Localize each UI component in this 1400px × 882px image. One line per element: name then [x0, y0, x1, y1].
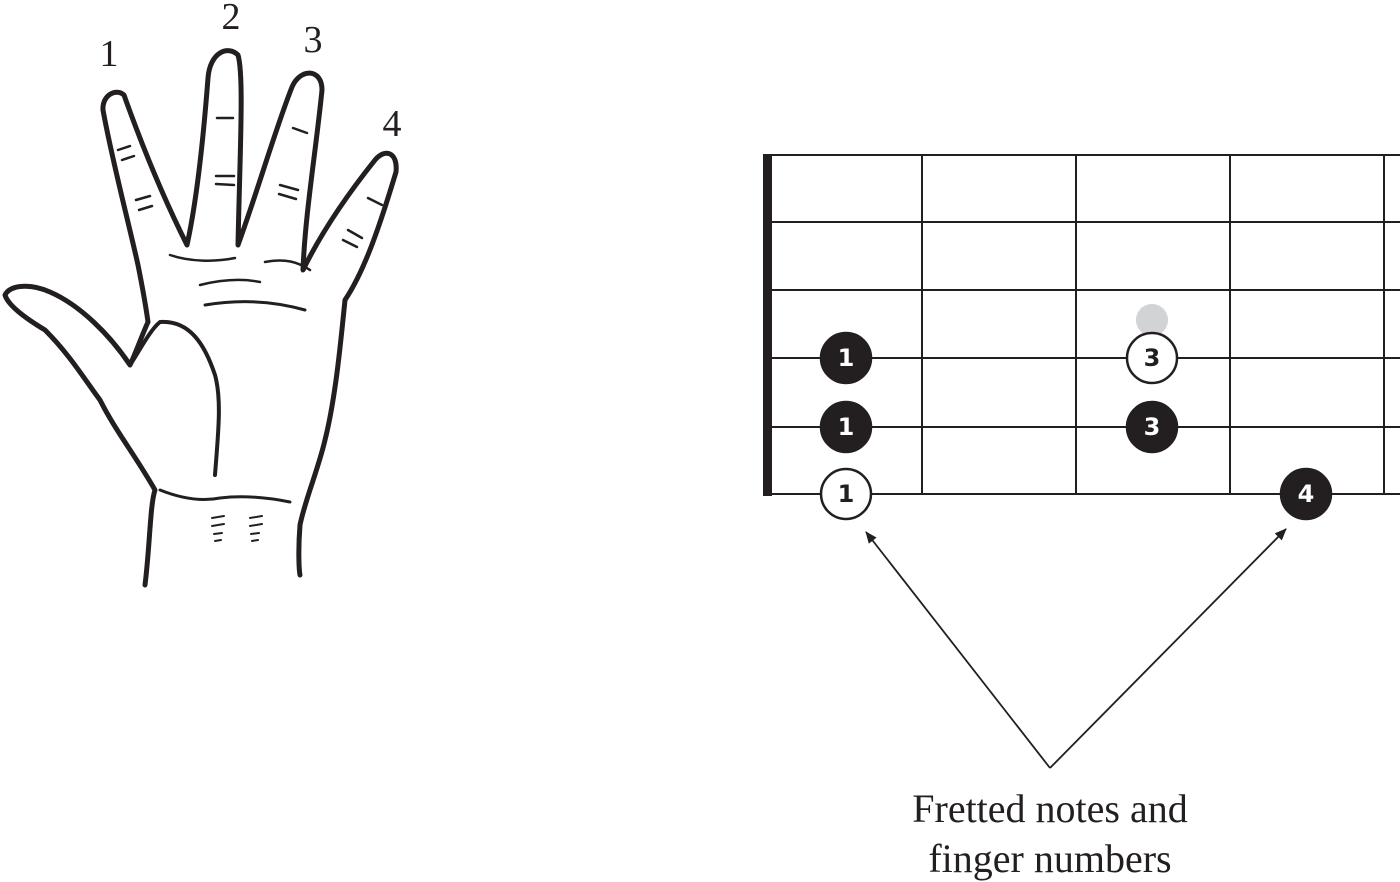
- finger-dot-label: 3: [1144, 344, 1161, 372]
- hand-palm-line: [198, 278, 262, 287]
- finger-dots: 1 1 1 3 3 4: [819, 304, 1333, 521]
- finger-dot-filled: 4: [1279, 467, 1333, 521]
- arrow-to-filled-dot: [1049, 528, 1287, 769]
- fretboard-frets: [921, 155, 1385, 494]
- finger-dot-open: 3: [1125, 331, 1179, 385]
- caption-line-2: finger numbers: [928, 836, 1171, 881]
- finger-dot-label: 1: [838, 480, 855, 508]
- finger-dot-circle: [1125, 400, 1179, 454]
- finger-dot-filled: 3: [1125, 400, 1179, 454]
- finger-dot-circle: [1279, 467, 1333, 521]
- hand-outline: [2, 48, 399, 588]
- finger-number-2: 2: [222, 0, 241, 38]
- wrist-marks: [211, 515, 263, 542]
- caption-line-1: Fretted notes and: [912, 786, 1188, 831]
- caption-arrows: [865, 528, 1287, 769]
- finger-dot-circle: [1125, 331, 1179, 385]
- fretboard-nut: [763, 154, 772, 496]
- hand-palm-line: [168, 253, 237, 262]
- finger-creases: [116, 116, 384, 249]
- finger-dot-label: 1: [838, 344, 855, 372]
- hand-illustration: [2, 48, 399, 588]
- arrow-to-open-dot: [865, 531, 1051, 769]
- finger-dot-label: 1: [838, 413, 855, 441]
- finger-dot-open: 1: [819, 467, 873, 521]
- finger-dot-filled: 1: [819, 400, 873, 454]
- finger-dot-circle: [819, 331, 873, 385]
- finger-dot-circle: [819, 467, 873, 521]
- finger-dot-circle: [819, 400, 873, 454]
- hand-wrist-crease: [158, 488, 292, 504]
- hand-palm-line: [203, 300, 307, 312]
- hand-thumb-crease: [128, 319, 221, 477]
- fretboard: 1 1 1 3 3 4: [763, 154, 1400, 521]
- finger-dot-label: 3: [1144, 413, 1161, 441]
- ghost-dot: [1136, 304, 1168, 336]
- finger-dot-filled: 1: [819, 331, 873, 385]
- finger-number-4: 4: [383, 103, 402, 145]
- finger-number-1: 1: [100, 33, 119, 75]
- finger-dot-label: 4: [1298, 480, 1315, 508]
- finger-number-3: 3: [304, 19, 323, 61]
- hand-palm-line: [263, 259, 312, 272]
